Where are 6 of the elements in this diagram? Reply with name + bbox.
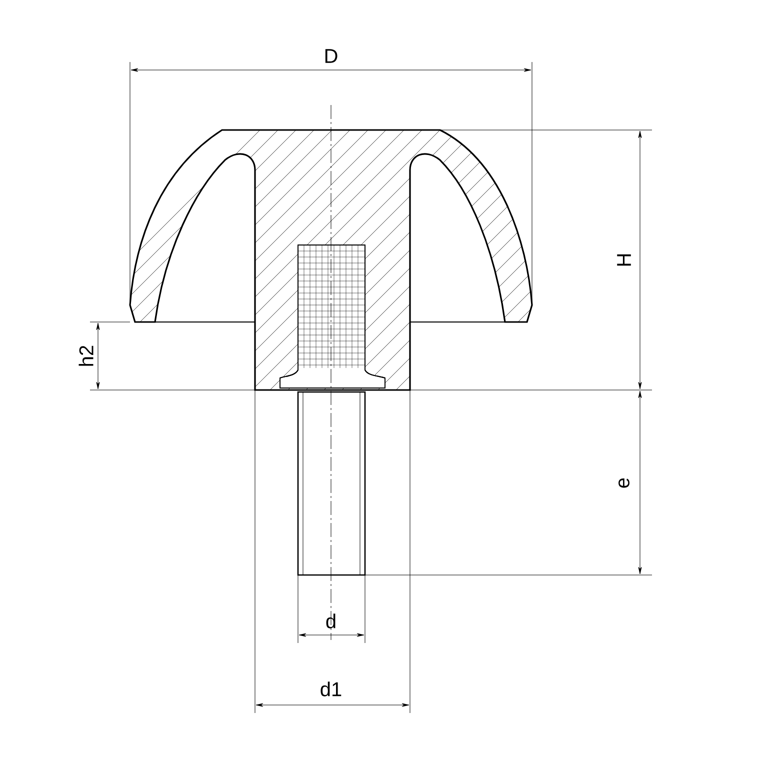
dimension-label: H: [617, 254, 631, 266]
dimension-label: d: [326, 614, 336, 628]
dimension-label: d1: [320, 682, 342, 696]
dimension-label: h2: [78, 346, 94, 366]
dimension-label: e: [618, 478, 630, 488]
dimension-label: D: [325, 49, 338, 63]
